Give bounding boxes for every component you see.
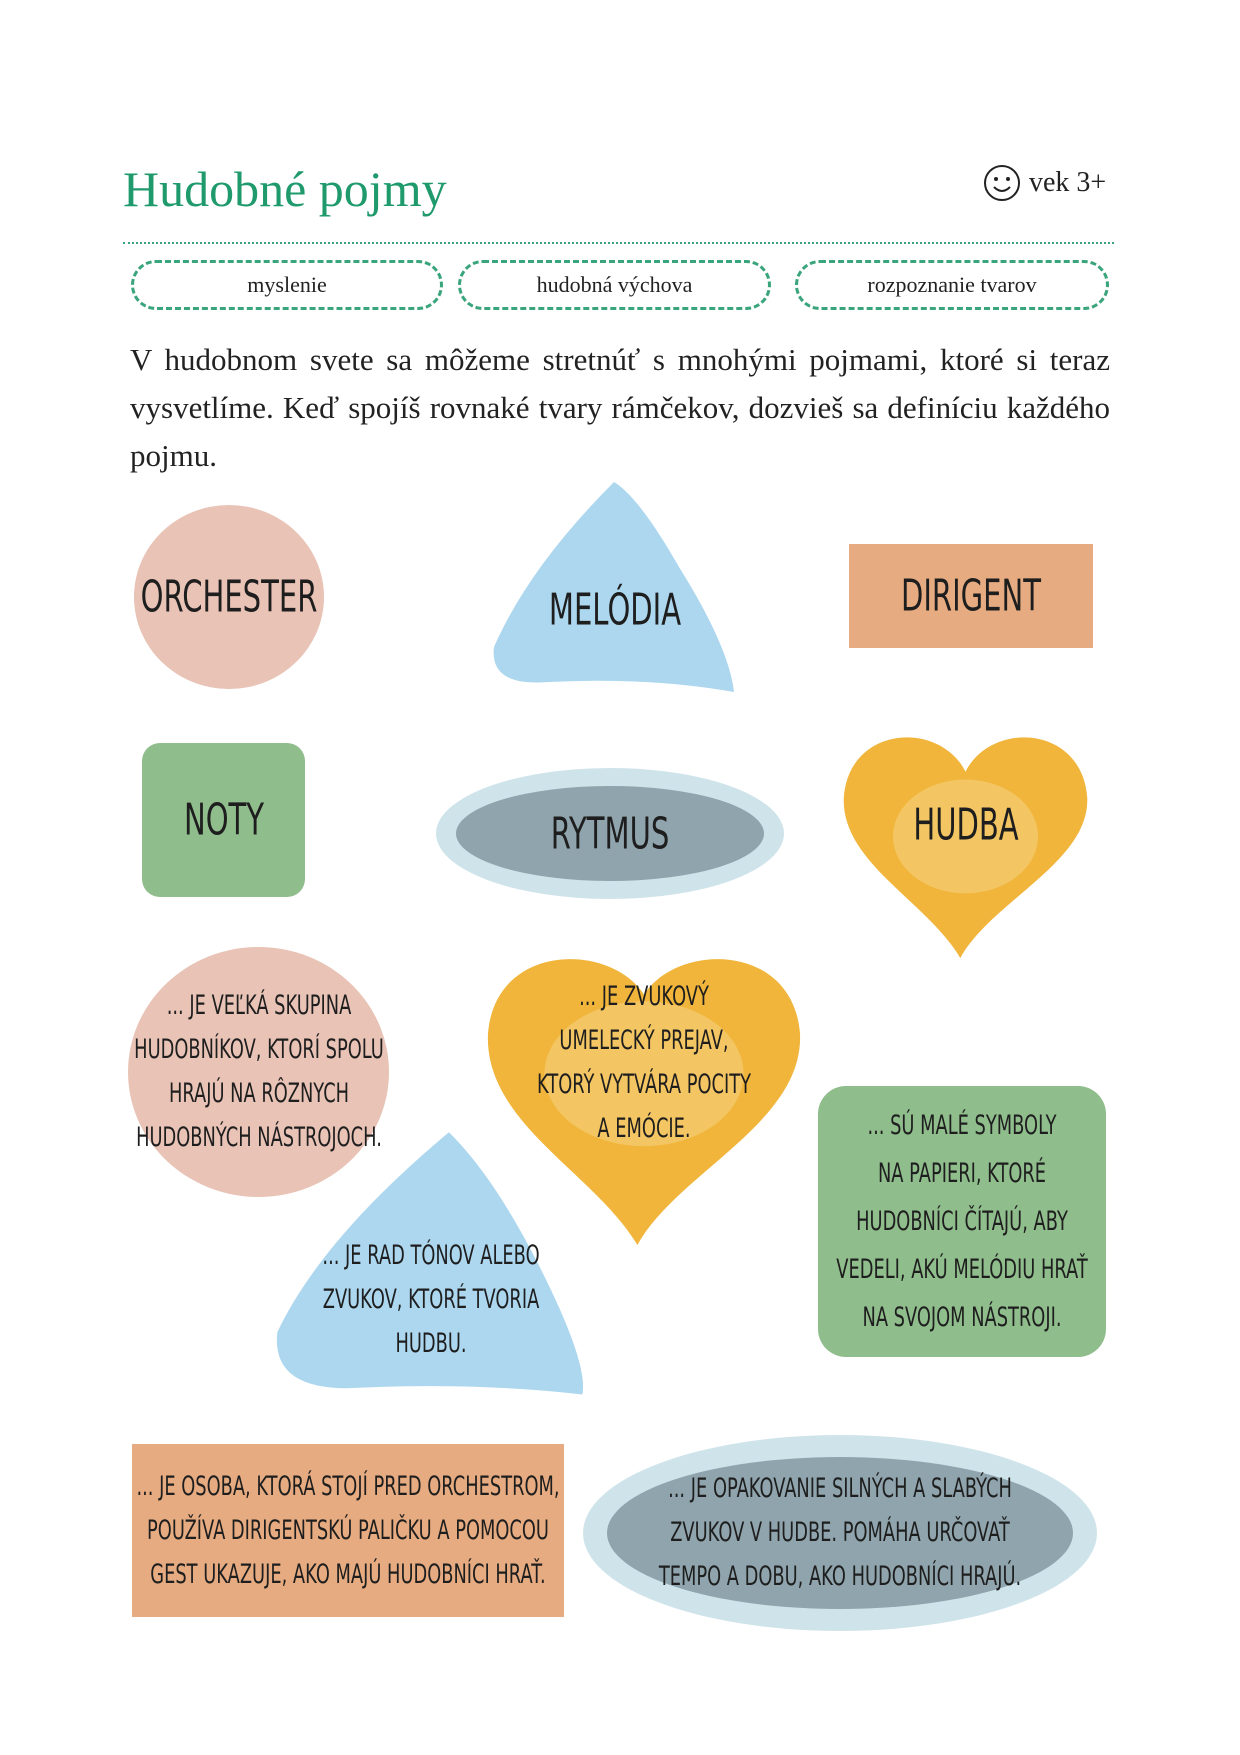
term-orchester: ORCHESTER [140,571,318,623]
definition-hudba-heart[interactable]: ... je zvukový umelecký prejav, ktorý vy… [478,942,810,1245]
term-noty-square[interactable]: NOTY [142,743,305,897]
definition-hudba: ... je zvukový umelecký prejav, ktorý vy… [537,981,751,1145]
age-label: vek 3+ [983,164,1106,202]
definition-dirigent-rect[interactable]: ... je osoba, ktorá stojí pred orchestro… [132,1444,564,1617]
term-orchester-circle[interactable]: ORCHESTER [134,505,324,689]
term-rytmus: RYTMUS [550,808,670,859]
term-melodia: MELÓDIA [548,584,681,636]
tag-myslenie: myslenie [131,260,443,310]
definition-rytmus: ... je opakovanie silných a slabých zvuk… [658,1473,1022,1592]
intro-paragraph: V hudobnom svete sa môžeme stretnúť s mn… [130,342,1110,473]
definition-orchester: ... je veľká skupina hudobníkov, ktorí s… [133,990,384,1153]
tag-hudobna-vychova: hudobná výchova [458,260,771,310]
definition-orchester-circle[interactable]: ... je veľká skupina hudobníkov, ktorí s… [128,947,389,1197]
age-text: vek 3+ [1029,167,1107,198]
definition-noty-square[interactable]: ... sú malé symboly na papieri, ktoré hu… [818,1086,1106,1357]
divider [123,242,1114,244]
term-dirigent-rect[interactable]: DIRIGENT [849,544,1093,648]
tag-rozpoznanie-tvarov: rozpoznanie tvarov [795,260,1109,310]
definition-noty: ... sú malé symboly na papieri, ktoré hu… [836,1109,1088,1333]
term-hudba-heart[interactable]: HUDBA [836,720,1095,958]
smiley-icon [984,165,1020,201]
definition-melodia-triangle[interactable]: ... je rad tónov alebo zvukov, ktoré tvo… [271,1126,590,1402]
page-title: Hudobné pojmy [123,161,447,217]
definition-melodia: ... je rad tónov alebo zvukov, ktoré tvo… [321,1239,540,1359]
term-dirigent: DIRIGENT [901,570,1041,622]
definition-rytmus-oval[interactable]: ... je opakovanie silných a slabých zvuk… [583,1435,1097,1631]
definition-dirigent: ... je osoba, ktorá stojí pred orchestro… [136,1470,560,1590]
term-melodia-triangle[interactable]: MELÓDIA [489,477,740,698]
term-rytmus-oval[interactable]: RYTMUS [436,768,784,899]
term-noty: NOTY [183,794,264,846]
term-hudba: HUDBA [912,799,1019,851]
